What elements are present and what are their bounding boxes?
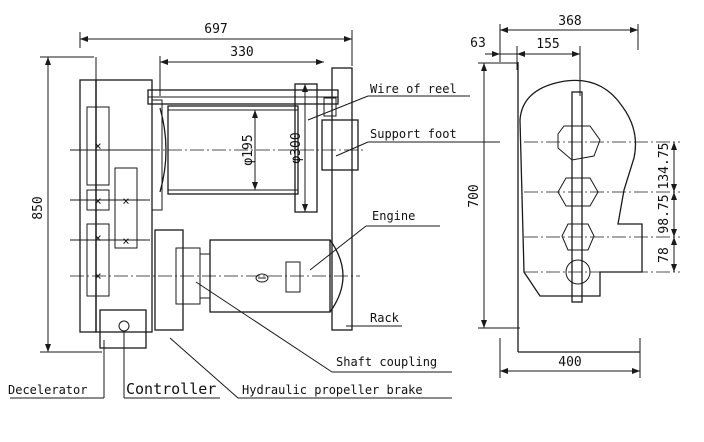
brake-housing (154, 229, 184, 331)
label-decelerator: Decelerator (8, 383, 87, 397)
side-housing (519, 79, 643, 297)
dim-offset-left: 63 (470, 36, 486, 51)
support-foot (321, 119, 359, 171)
label-rack: Rack (370, 311, 400, 325)
front-view: 697 330 850 × × × × × × (10, 22, 500, 399)
label-shaft-coupling: Shaft coupling (336, 355, 437, 369)
label-wire-of-reel: Wire of reel (370, 82, 457, 96)
dim-drum-diameter: φ195 (241, 134, 256, 165)
label-engine: Engine (372, 209, 415, 223)
rack-frame (331, 67, 353, 331)
svg-text:×: × (94, 231, 101, 245)
drum-left-flange (159, 107, 167, 193)
controller-box (99, 309, 147, 349)
svg-text:×: × (122, 194, 129, 208)
dim-side-height: 700 (467, 184, 482, 207)
label-brake: Hydraulic propeller brake (242, 383, 423, 397)
dim-flange-diameter: φ300 (289, 132, 304, 163)
svg-text:×: × (94, 139, 101, 153)
dim-base-width: 400 (558, 355, 581, 370)
dim-gap3: 78 (657, 247, 672, 263)
dim-overall-height: 850 (31, 196, 46, 219)
dim-overall-width: 697 (204, 22, 227, 37)
svg-text:×: × (122, 234, 129, 248)
dim-offset-mid: 155 (536, 37, 559, 52)
dim-gap2: 98.75 (657, 194, 672, 233)
label-support-foot: Support foot (370, 127, 457, 141)
label-controller: Controller (126, 380, 216, 398)
dim-side-width: 368 (558, 14, 581, 29)
dim-gap1: 134.75 (657, 143, 672, 190)
dim-drum-length: 330 (230, 45, 253, 60)
side-view: 368 63 155 700 134.75 98.75 78 (467, 14, 680, 378)
svg-text:×: × (94, 194, 101, 208)
